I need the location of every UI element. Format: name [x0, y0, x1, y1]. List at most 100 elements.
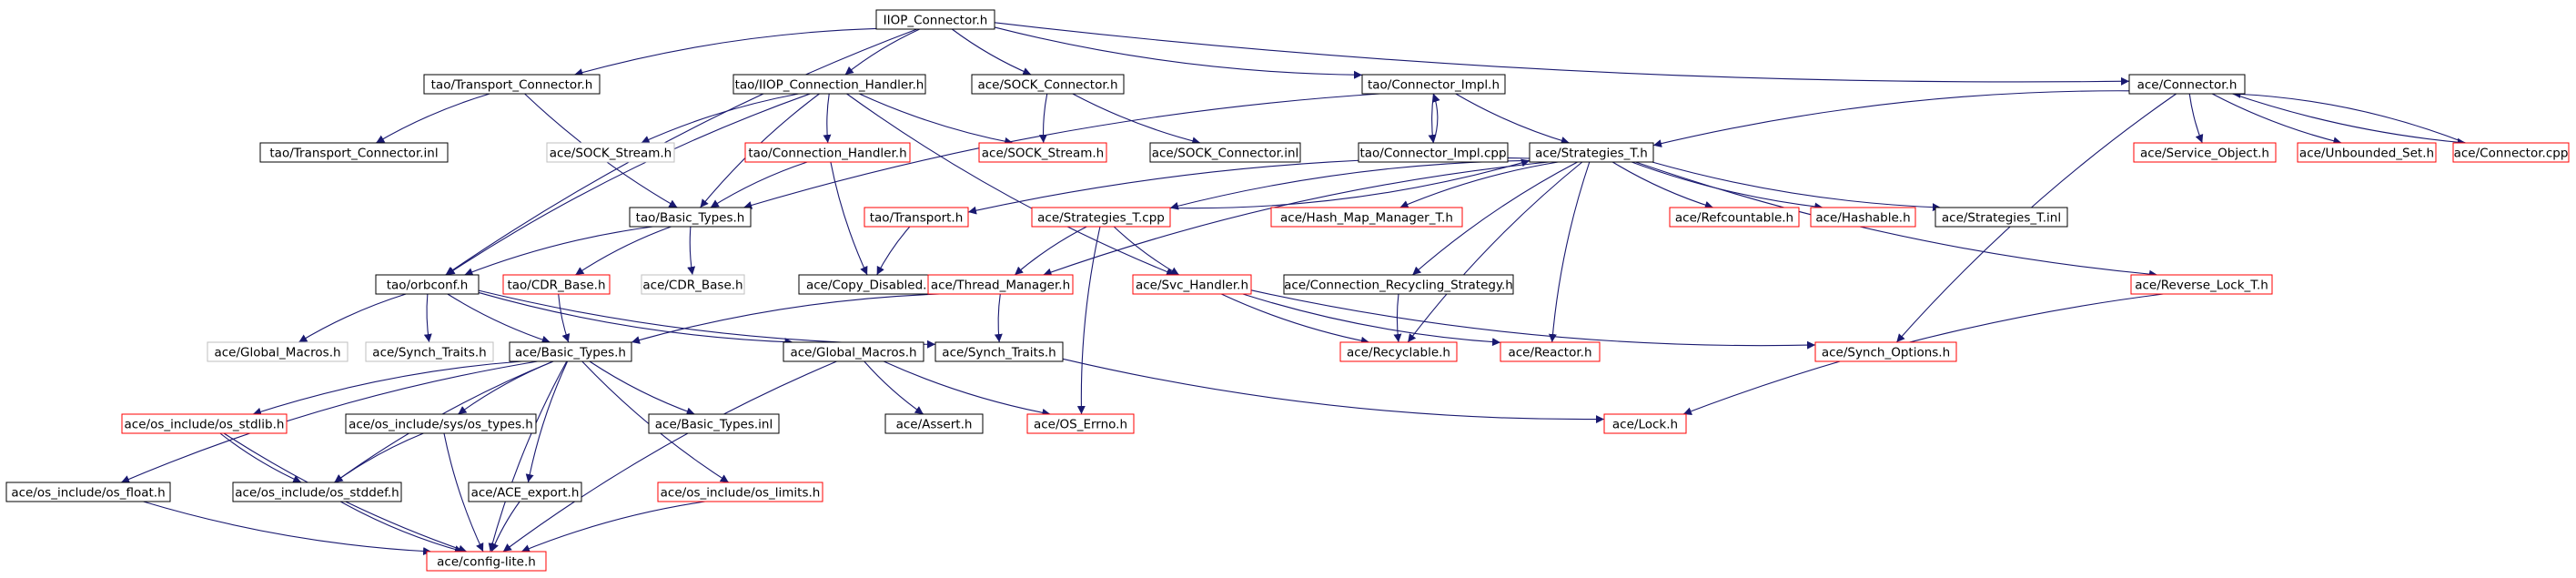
edge-tao_basic_types_h-to-tao_orbconf_h: [464, 226, 653, 276]
node-box: [1529, 142, 1654, 163]
node-box: [1810, 207, 1916, 228]
edge-ace_strategies_t_h-to-ace_thread_manager_h: [1043, 161, 1550, 277]
edge-ace_strategies_t_h-to-ace_recyclable_h: [1407, 161, 1583, 343]
node-ace-hash-map-manager-t-h[interactable]: ace/Hash_Map_Manager_T.h: [1270, 207, 1463, 228]
edge-ace_strategies_t_h-to-ace_reactor_h: [1548, 161, 1591, 343]
node-ace-os-include-os-limits-h[interactable]: ace/os_include/os_limits.h: [657, 482, 823, 502]
node-ace-synch-options-h[interactable]: ace/Synch_Options.h: [1814, 341, 1957, 362]
node-ace-sock-connector-inl[interactable]: ace/SOCK_Connector.inl: [1149, 142, 1301, 163]
node-ace-os-include-os-stdlib-h[interactable]: ace/os_include/os_stdlib.h: [121, 413, 288, 434]
node-ace-service-object-h[interactable]: ace/Service_Object.h: [2133, 142, 2277, 163]
node-ace-assert-h[interactable]: ace/Assert.h: [884, 413, 984, 434]
node-tao-connector-impl-cpp[interactable]: tao/Connector_Impl.cpp: [1358, 142, 1509, 163]
node-box: [546, 142, 675, 163]
node-tao-transport-connector-h[interactable]: tao/Transport_Connector.h: [423, 74, 601, 95]
node-box: [641, 274, 745, 295]
edge-tao_basic_types_h-to-ace_cdr_base_h_ext: [687, 226, 696, 276]
node-ace-thread-manager-h[interactable]: ace/Thread_Manager.h: [927, 274, 1074, 295]
node-tao-cdr-base-h[interactable]: tao/CDR_Base.h: [502, 274, 611, 295]
node-box: [426, 551, 547, 572]
node-box: [927, 274, 1074, 295]
edge-ace_strategies_t_h-to-ace_refcountable_h: [1611, 161, 1713, 209]
node-ace-synch-traits-h[interactable]: ace/Synch_Traits.h: [934, 341, 1064, 362]
edge-ace_strategies_t_h-to-ace_hashable_h: [1631, 161, 1823, 211]
edge-ace_thread_manager_h-to-ace_synch_traits_h: [994, 293, 1003, 343]
node-ace-basic-types-h[interactable]: ace/Basic_Types.h: [509, 341, 632, 362]
edge-ace_connector_h-to-ace_unbounded_set_h: [2211, 93, 2342, 146]
node-ace-lock-h[interactable]: ace/Lock.h: [1603, 413, 1687, 434]
edge-ace_os_include_os_float_h-to-ace_config_lite_h: [143, 501, 432, 556]
edge-tao_connector_impl_h-to-tao_basic_types_h: [743, 93, 1380, 209]
node-ace-global-macros-h[interactable]: ace/Global_Macros.h: [783, 341, 924, 362]
edge-ace_global_macros_h-to-ace_assert_h: [864, 360, 924, 415]
node-ace-cdr-base-h-ext[interactable]: ace/CDR_Base.h: [641, 274, 745, 295]
node-box: [978, 142, 1107, 163]
node-label: ace/Strategies_T.h: [1535, 147, 1648, 161]
node-ace-ace-export-h[interactable]: ace/ACE_export.h: [468, 482, 582, 502]
node-tao-orbconf-h[interactable]: tao/orbconf.h: [375, 274, 480, 295]
node-label: ace/Refcountable.h: [1675, 211, 1793, 226]
node-tao-transport-connector-inl[interactable]: tao/Transport_Connector.inl: [259, 142, 449, 163]
edge-tao_iiop_connection_handler_h-to-ace_sock_stream_h_ext: [641, 93, 799, 144]
node-box: [1358, 142, 1509, 163]
node-tao-basic-types-h[interactable]: tao/Basic_Types.h: [629, 207, 752, 228]
edge-ace_strategies_t_h-to-ace_strategies_t_inl: [1652, 161, 1941, 212]
node-ace-synch-traits-h-ext[interactable]: ace/Synch_Traits.h: [365, 341, 494, 362]
node-ace-sock-stream-h-ext[interactable]: ace/SOCK_Stream.h: [546, 142, 675, 163]
node-ace-connection-recycling-strategy-h[interactable]: ace/Connection_Recycling_Strategy.h: [1283, 274, 1514, 295]
edge-ace_connection_recycling_strategy_h-to-ace_recyclable_h: [1393, 293, 1402, 343]
node-ace-strategies-t-h[interactable]: ace/Strategies_T.h: [1529, 142, 1654, 163]
node-ace-global-macros-h-ext[interactable]: ace/Global_Macros.h: [207, 341, 349, 362]
node-label: ace/Reactor.h: [1508, 346, 1591, 360]
node-label: tao/Connector_Impl.h: [1368, 78, 1500, 93]
node-ace-reverse-lock-t-h[interactable]: ace/Reverse_Lock_T.h: [2130, 274, 2273, 295]
edge-tao_basic_types_h-to-tao_cdr_base_h: [575, 226, 672, 276]
node-label: ace/Unbounded_Set.h: [2299, 147, 2434, 161]
node-ace-os-errno-h[interactable]: ace/OS_Errno.h: [1026, 413, 1135, 434]
node-ace-recyclable-h[interactable]: ace/Recyclable.h: [1339, 341, 1458, 362]
node-ace-connector-h[interactable]: ace/Connector.h: [2128, 74, 2246, 95]
node-ace-unbounded-set-h[interactable]: ace/Unbounded_Set.h: [2297, 142, 2437, 163]
edge-ace_os_include_sys_os_types_h-to-ace_os_include_os_stddef_h: [334, 432, 424, 483]
node-ace-svc-handler-h[interactable]: ace/Svc_Handler.h: [1132, 274, 1252, 295]
node-tao-iiop-connection-handler-h[interactable]: tao/IIOP_Connection_Handler.h: [732, 74, 926, 95]
node-tao-connection-handler-h[interactable]: tao/Connection_Handler.h: [744, 142, 911, 163]
edge-iiop_connector_h-to-ace_connector_h: [994, 22, 2130, 86]
node-box: [259, 142, 449, 163]
node-tao-transport-h[interactable]: tao/Transport.h: [864, 207, 969, 228]
node-ace-strategies-t-cpp[interactable]: ace/Strategies_T.cpp: [1031, 207, 1171, 228]
node-ace-os-include-os-float-h[interactable]: ace/os_include/os_float.h: [5, 482, 171, 502]
node-label: ace/Thread_Manager.h: [931, 279, 1070, 293]
node-box: [2128, 74, 2246, 95]
edge-iiop_connector_h-to-tao_transport_connector_h: [574, 27, 877, 76]
node-ace-copy-disabled-h[interactable]: ace/Copy_Disabled.h: [798, 274, 943, 295]
node-label: ace/Lock.h: [1612, 418, 1678, 432]
node-box: [345, 413, 537, 434]
node-box: [1132, 274, 1252, 295]
node-ace-os-include-sys-os-types-h[interactable]: ace/os_include/sys/os_types.h: [345, 413, 537, 434]
edge-ace_strategies_t_h-to-tao_transport_h: [967, 157, 1530, 215]
node-ace-basic-types-inl[interactable]: ace/Basic_Types.inl: [648, 413, 780, 434]
node-ace-refcountable-h[interactable]: ace/Refcountable.h: [1669, 207, 1800, 228]
edge-ace_os_include_os_stdlib_h-to-ace_os_include_os_stddef_h: [219, 432, 302, 483]
node-ace-sock-connector-h[interactable]: ace/SOCK_Connector.h: [971, 74, 1125, 95]
node-ace-sock-stream-h[interactable]: ace/SOCK_Stream.h: [978, 142, 1107, 163]
node-ace-hashable-h[interactable]: ace/Hashable.h: [1810, 207, 1916, 228]
node-box: [744, 142, 911, 163]
node-iiop-connector-h[interactable]: IIOP_Connector.h: [875, 9, 995, 30]
node-ace-reactor-h[interactable]: ace/Reactor.h: [1500, 341, 1601, 362]
node-ace-strategies-t-inl[interactable]: ace/Strategies_T.inl: [1935, 207, 2068, 228]
node-ace-config-lite-h[interactable]: ace/config-lite.h: [426, 551, 547, 572]
node-label: IIOP_Connector.h: [884, 14, 988, 28]
node-box: [1814, 341, 1957, 362]
node-box: [2130, 274, 2273, 295]
node-box: [1283, 274, 1514, 295]
node-box: [971, 74, 1125, 95]
node-box: [2297, 142, 2437, 163]
node-box: [884, 413, 984, 434]
node-ace-connector-cpp[interactable]: ace/Connector.cpp: [2452, 142, 2570, 163]
node-label: ace/Service_Object.h: [2140, 147, 2269, 161]
node-ace-os-include-os-stddef-h[interactable]: ace/os_include/os_stddef.h: [232, 482, 402, 502]
node-label: ace/Connection_Recycling_Strategy.h: [1284, 279, 1513, 293]
node-tao-connector-impl-h[interactable]: tao/Connector_Impl.h: [1361, 74, 1506, 95]
